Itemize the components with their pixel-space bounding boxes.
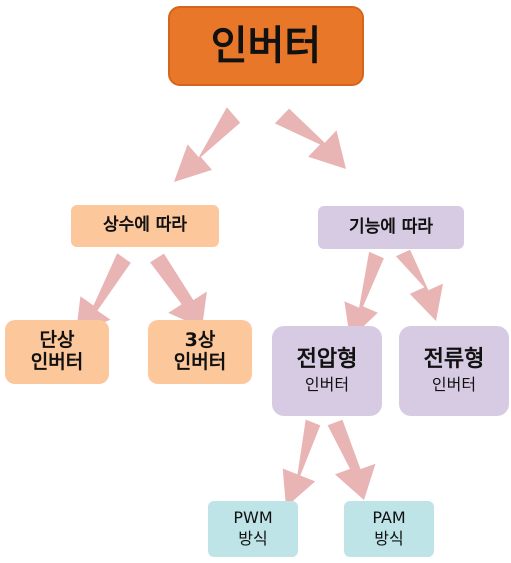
single-phase-inverter-node: 단상 인버터 — [5, 320, 109, 384]
current-type-label: 전류형 — [423, 347, 485, 373]
inverter-root-node: 인버터 — [168, 6, 364, 86]
arrow-phase-to-single — [76, 253, 131, 333]
single-phase-line2: 인버터 — [30, 351, 84, 373]
single-phase-line1: 단상 — [39, 329, 75, 352]
current-type-inverter-node: 전류형 인버터 — [399, 326, 509, 416]
pwm-line2: 방식 — [238, 529, 268, 548]
by-function-label: 기능에 따라 — [348, 216, 434, 237]
pam-line2: 방식 — [374, 529, 404, 548]
arrow-voltage-to-pam — [327, 419, 376, 500]
pam-line1: PAM — [372, 508, 406, 528]
by-function-node: 기능에 따라 — [318, 206, 464, 249]
arrow-phase-to-three — [150, 253, 207, 328]
current-type-sublabel: 인버터 — [431, 375, 477, 395]
by-phase-label: 상수에 따라 — [102, 215, 188, 236]
arrow-voltage-to-pwm — [282, 419, 321, 507]
root-label: 인버터 — [210, 23, 322, 69]
pwm-line1: PWM — [233, 508, 273, 528]
voltage-type-sublabel: 인버터 — [304, 375, 350, 395]
by-phase-node: 상수에 따라 — [71, 205, 219, 247]
voltage-type-label: 전압형 — [296, 347, 358, 373]
three-phase-line1: 3상 — [184, 329, 216, 352]
arrow-root-to-phase — [174, 107, 241, 182]
pwm-method-node: PWM 방식 — [208, 501, 298, 557]
three-phase-line2: 인버터 — [173, 351, 227, 373]
voltage-type-inverter-node: 전압형 인버터 — [272, 326, 382, 416]
arrow-function-to-voltage — [344, 251, 384, 339]
three-phase-inverter-node: 3상 인버터 — [148, 320, 252, 384]
pam-method-node: PAM 방식 — [344, 501, 434, 557]
arrow-function-to-current — [395, 249, 443, 321]
arrow-root-to-function — [274, 108, 346, 169]
